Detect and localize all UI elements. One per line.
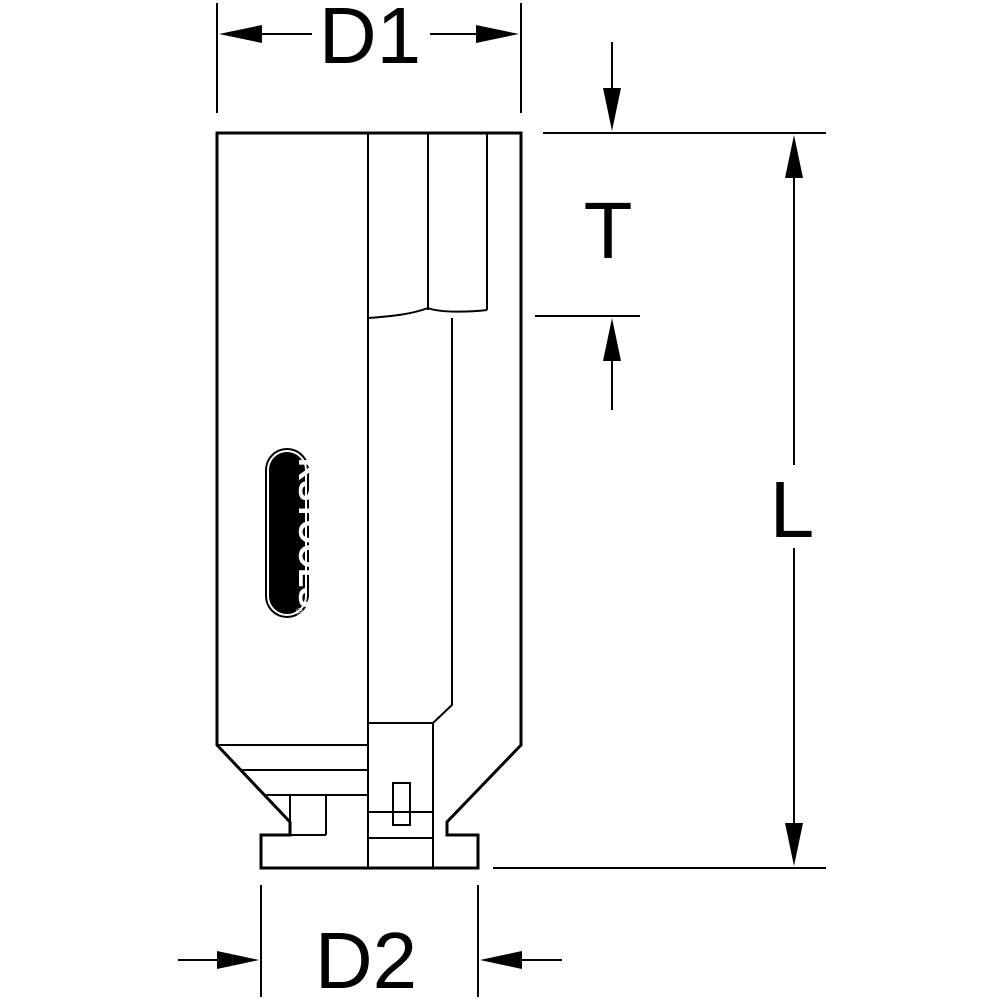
dimension-d2: D2 <box>178 885 562 1000</box>
t-label: T <box>584 186 633 275</box>
l-label: L <box>770 465 815 554</box>
d2-arrow-right <box>480 951 522 969</box>
d1-arrow-left <box>219 25 262 43</box>
t-arrow-bottom <box>603 318 621 361</box>
logo-registered-mark: ® <box>293 608 304 616</box>
l-arrow-bottom <box>785 823 803 866</box>
detent-pin <box>392 782 411 826</box>
logo-text: KSTOOLS <box>292 458 329 608</box>
logo-badge-inner-border <box>267 450 307 616</box>
d2-label: D2 <box>315 916 417 1000</box>
t-arrow-top <box>603 88 621 131</box>
socket-body <box>215 131 523 870</box>
logo-badge <box>265 448 309 618</box>
l-arrow-top <box>785 135 803 178</box>
dimension-l: L <box>493 132 826 869</box>
d2-arrow-left <box>217 951 259 969</box>
d1-arrow-right <box>476 25 519 43</box>
d1-label: D1 <box>319 0 421 80</box>
dimension-t: T <box>535 42 640 410</box>
drive-lug-left <box>289 795 327 836</box>
inner-bore-wall <box>368 318 453 724</box>
hex-pocket-bottom <box>367 306 488 319</box>
dimension-d1: D1 <box>216 0 522 113</box>
ks-tools-logo: KSTOOLS ® <box>265 448 329 618</box>
